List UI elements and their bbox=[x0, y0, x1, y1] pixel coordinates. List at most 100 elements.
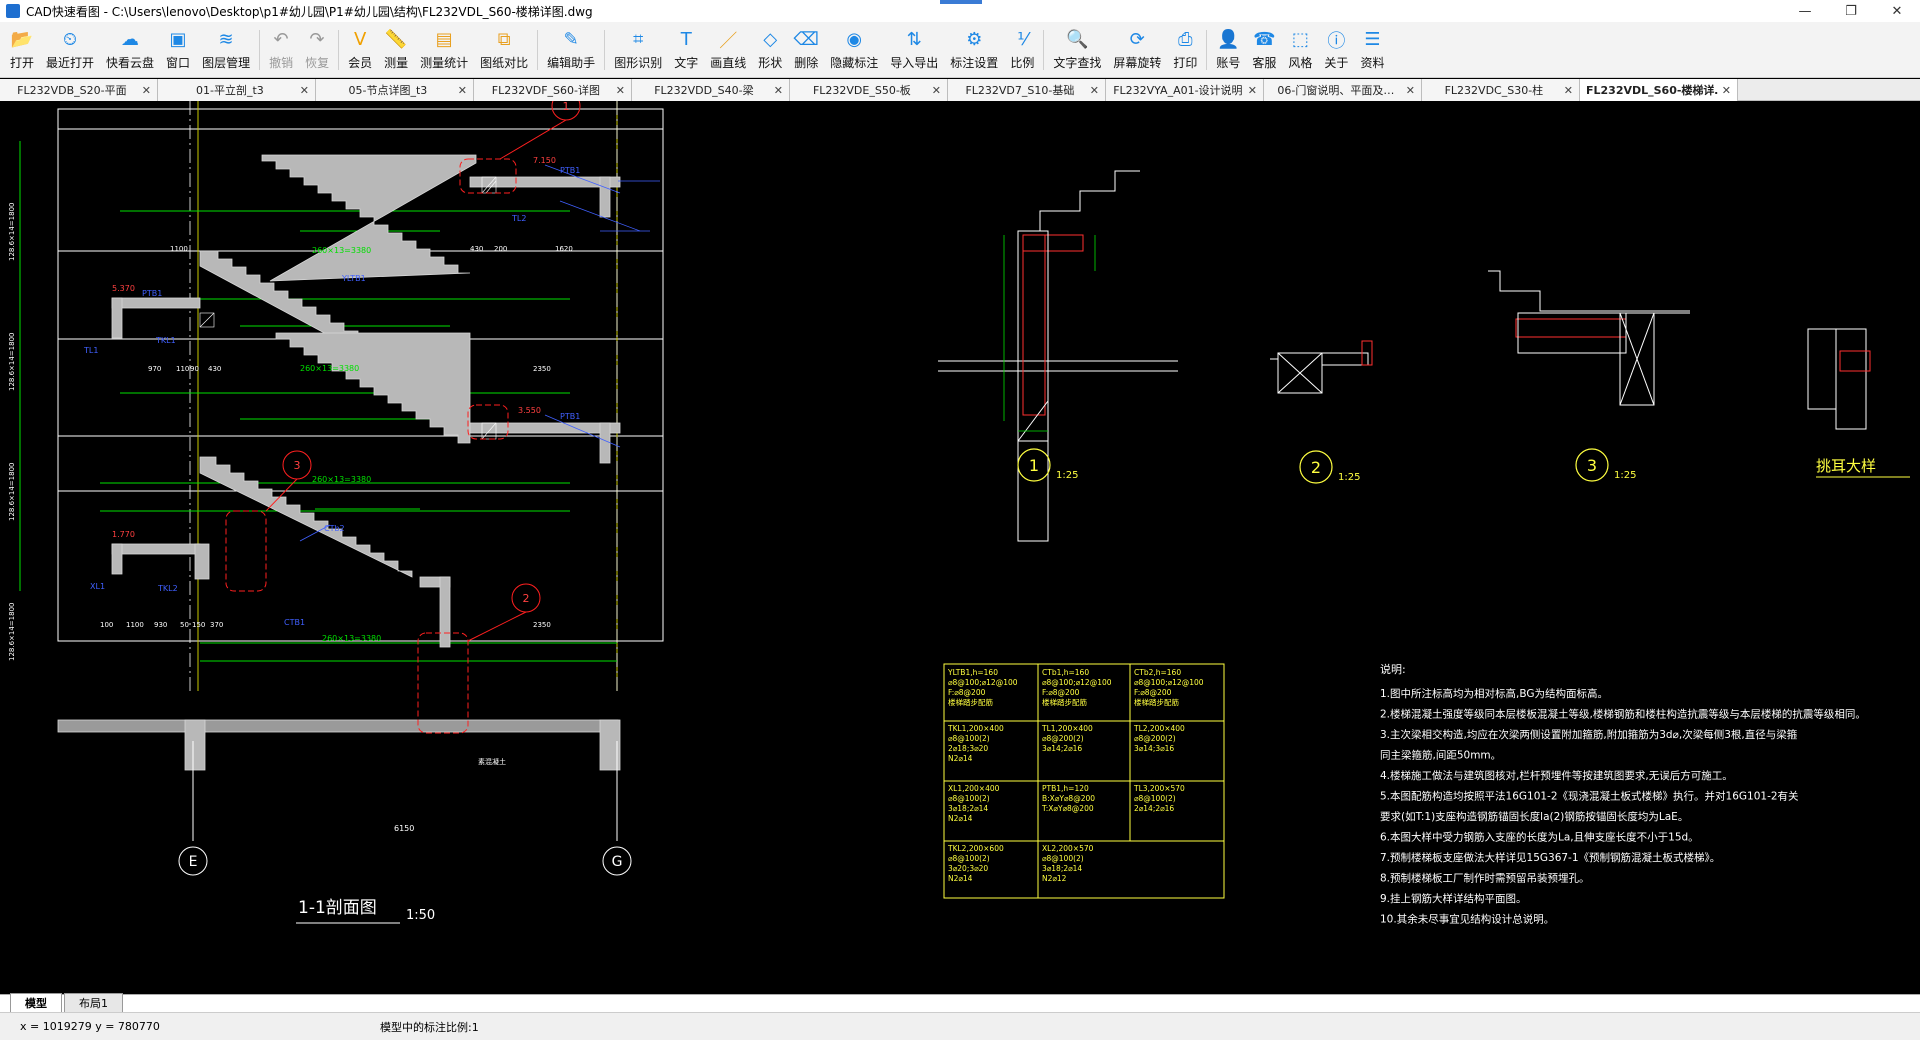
callout-label: 1 bbox=[563, 101, 570, 113]
document-tab-label: FL232VDE_S50-板 bbox=[812, 84, 911, 97]
toolbar-separator bbox=[338, 29, 340, 70]
beam-table bbox=[943, 663, 1225, 899]
toolbar-button[interactable]: ◉隐藏标注 bbox=[824, 23, 884, 77]
tab-close-icon[interactable]: ✕ bbox=[1089, 83, 1099, 97]
toolbar-button[interactable]: ▤测量统计 bbox=[414, 23, 474, 77]
tab-close-icon[interactable]: ✕ bbox=[1563, 83, 1573, 97]
layout-tabs: 模型布局1 bbox=[0, 993, 1920, 1012]
rotate-icon: ⟳ bbox=[1129, 29, 1145, 50]
maximize-button[interactable]: ❐ bbox=[1845, 3, 1857, 19]
document-tab[interactable]: FL232VDB_S20-平面✕ bbox=[0, 79, 158, 101]
title-bar: CAD快速看图 - C:\Users\lenovo\Desktop\p1#幼儿园… bbox=[0, 0, 1920, 22]
settings-icon: ⚙ bbox=[966, 29, 983, 50]
text-search-icon: 🔍 bbox=[1066, 29, 1089, 50]
cad-drawing[interactable]: 1 3 2 7.150 5.370 3.550 1.770 260×13=338… bbox=[0, 101, 1920, 994]
info-icon: ⓘ bbox=[1327, 30, 1346, 52]
document-tab[interactable]: FL232VYA_A01-设计说明 ✕ bbox=[1106, 79, 1264, 101]
toolbar-button[interactable]: ⟳屏幕旋转 bbox=[1107, 23, 1167, 77]
tab-close-icon[interactable]: ✕ bbox=[1721, 83, 1731, 97]
toolbar-button[interactable]: ⧉图纸对比 bbox=[474, 23, 534, 77]
window-title: CAD快速看图 - C:\Users\lenovo\Desktop\p1#幼儿园… bbox=[26, 4, 593, 19]
toolbar-button[interactable]: ⅟比例 bbox=[1004, 23, 1040, 77]
section-scale: 1:50 bbox=[406, 908, 435, 923]
toolbar-button[interactable]: ⬚风格 bbox=[1282, 23, 1318, 77]
document-tab[interactable]: FL232VDC_S30-柱 ✕ bbox=[1422, 79, 1580, 101]
tab-close-icon[interactable]: ✕ bbox=[773, 83, 783, 97]
toolbar-button[interactable]: ☎客服 bbox=[1246, 23, 1282, 77]
document-tab-label: FL232VDC_S30-柱 bbox=[1444, 84, 1544, 97]
toolbar-button[interactable]: ／画直线 bbox=[704, 23, 752, 77]
note-line: 7.预制楼梯板支座做法大样详见15G367-1《预制钢筋混凝土板式楼梯》。 bbox=[1380, 851, 1720, 864]
toolbar-button[interactable]: 📂打开 bbox=[4, 23, 40, 77]
toolbar-button[interactable]: 📏测量 bbox=[378, 23, 414, 77]
drawing-canvas[interactable]: 1 3 2 7.150 5.370 3.550 1.770 260×13=338… bbox=[0, 101, 1920, 994]
document-tab-label: 05-节点详图_t3 bbox=[348, 84, 428, 97]
ruler-icon: 📏 bbox=[384, 29, 408, 50]
toolbar-button[interactable]: ▣窗口 bbox=[160, 23, 196, 77]
layout-tab[interactable]: 布局1 bbox=[64, 993, 123, 1012]
mid-row-dim: 430 bbox=[208, 365, 221, 373]
document-tab[interactable]: FL232VD7_S10-基础✕ bbox=[948, 79, 1106, 101]
toolbar-button-label: 编辑助手 bbox=[547, 55, 596, 70]
top-row-dim: 430 bbox=[470, 245, 483, 253]
toolbar-button[interactable]: ☁快看云盘 bbox=[100, 23, 160, 77]
tab-close-icon[interactable]: ✕ bbox=[141, 83, 151, 97]
detail-1 bbox=[938, 170, 1178, 542]
toolbar-button[interactable]: ◇形状 bbox=[752, 23, 788, 77]
toolbar-button[interactable]: ⏲最近打开 bbox=[40, 23, 100, 77]
toolbar-button[interactable]: ⎙打印 bbox=[1167, 23, 1203, 77]
toolbar-button[interactable]: ⌗图形识别 bbox=[608, 23, 668, 77]
document-tab[interactable]: FL232VDL_S60-楼梯详…✕ bbox=[1580, 79, 1738, 101]
eraser-icon: ⌫ bbox=[793, 29, 819, 50]
axis-label: G bbox=[612, 854, 623, 870]
toolbar-button[interactable]: ≋图层管理 bbox=[196, 23, 256, 77]
document-tab[interactable]: 05-节点详图_t3 ✕ bbox=[316, 79, 474, 101]
bottom-row-dim: 50 bbox=[180, 621, 189, 629]
minimize-button[interactable]: — bbox=[1798, 3, 1812, 19]
bottom-row-dim: 150 bbox=[192, 621, 205, 629]
print-icon: ⎙ bbox=[1178, 29, 1193, 50]
mid-row-dim: 970 bbox=[148, 365, 161, 373]
toolbar-separator bbox=[259, 29, 261, 70]
toolbar-button[interactable]: ⇅导入导出 bbox=[884, 23, 944, 77]
document-tab[interactable]: FL232VDD_S40-梁✕ bbox=[632, 79, 790, 101]
tab-close-icon[interactable]: ✕ bbox=[931, 83, 941, 97]
toolbar-button[interactable]: ⚙标注设置 bbox=[944, 23, 1004, 77]
beam-label: CTB1 bbox=[284, 618, 305, 627]
document-tab[interactable]: 01-平立剖_t3 ✕ bbox=[158, 79, 316, 101]
document-tab[interactable]: FL232VDE_S50-板 ✕ bbox=[790, 79, 948, 101]
document-tab[interactable]: 06-门窗说明、平面及…✕ bbox=[1264, 79, 1422, 101]
tab-close-icon[interactable]: ✕ bbox=[457, 83, 467, 97]
toolbar-button[interactable]: ↷恢复 bbox=[299, 23, 335, 77]
document-tab-label: 01-平立剖_t3 bbox=[196, 84, 264, 97]
top-row-dim: 1100 bbox=[170, 245, 188, 253]
toolbar-button[interactable]: ⌫删除 bbox=[788, 23, 824, 77]
toolbar-button-label: 图层管理 bbox=[202, 55, 251, 70]
document-tab[interactable]: FL232VDF_S60-详图✕ bbox=[474, 79, 632, 101]
notes-heading: 说明: bbox=[1380, 662, 1406, 676]
close-button[interactable]: ✕ bbox=[1891, 3, 1903, 19]
toolbar-button[interactable]: ☰资料 bbox=[1354, 23, 1390, 77]
document-tab-label: FL232VYA_A01-设计说明 bbox=[1113, 84, 1243, 97]
toolbar-button[interactable]: 👤账号 bbox=[1210, 23, 1246, 77]
callout-label: 3 bbox=[294, 459, 301, 472]
tab-close-icon[interactable]: ✕ bbox=[1247, 83, 1257, 97]
toolbar-button[interactable]: ✎编辑助手 bbox=[541, 23, 601, 77]
toolbar-button[interactable]: 🔍文字查找 bbox=[1047, 23, 1107, 77]
beam-label: TL1 bbox=[83, 346, 98, 355]
tab-close-icon[interactable]: ✕ bbox=[615, 83, 625, 97]
beam-label: XL1 bbox=[90, 582, 105, 591]
tab-close-icon[interactable]: ✕ bbox=[1405, 83, 1415, 97]
layout-tab[interactable]: 模型 bbox=[10, 993, 62, 1012]
tab-close-icon[interactable]: ✕ bbox=[299, 83, 309, 97]
detail-number: 2 bbox=[1311, 458, 1321, 477]
toolbar-button[interactable]: ↶撤销 bbox=[263, 23, 299, 77]
bottom-row-dim: 370 bbox=[210, 621, 223, 629]
